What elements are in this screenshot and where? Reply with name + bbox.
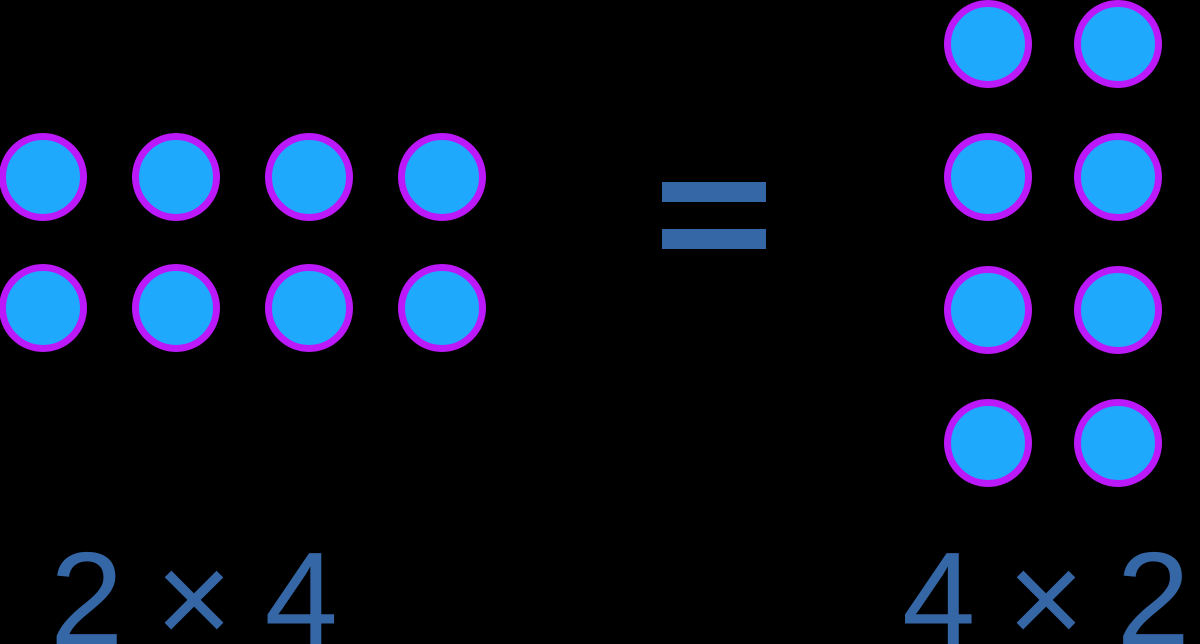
counter-dot bbox=[132, 264, 220, 352]
counter-dot bbox=[0, 133, 87, 221]
equals-bar-bottom bbox=[662, 229, 766, 249]
counter-dot bbox=[944, 133, 1032, 221]
counter-dot bbox=[1074, 266, 1162, 354]
multiply-icon: × bbox=[155, 525, 233, 644]
equals-sign bbox=[662, 182, 766, 249]
label-4x2: 4 × 2 bbox=[902, 533, 1190, 644]
counter-dot bbox=[944, 266, 1032, 354]
counter-dot bbox=[398, 264, 486, 352]
counter-dot bbox=[1074, 133, 1162, 221]
label-2x4-second-factor: 4 bbox=[264, 525, 338, 644]
equals-bar-top bbox=[662, 182, 766, 202]
counter-dot bbox=[1074, 0, 1162, 88]
label-4x2-second-factor: 2 bbox=[1116, 525, 1190, 644]
counter-dot bbox=[265, 264, 353, 352]
counter-dot bbox=[398, 133, 486, 221]
label-2x4-first-factor: 2 bbox=[50, 525, 124, 644]
counter-dot bbox=[944, 0, 1032, 88]
counter-dot bbox=[132, 133, 220, 221]
label-2x4: 2 × 4 bbox=[50, 533, 338, 644]
counter-dot bbox=[265, 133, 353, 221]
counter-dot bbox=[0, 264, 87, 352]
multiply-icon: × bbox=[1007, 525, 1085, 644]
label-4x2-first-factor: 4 bbox=[902, 525, 976, 644]
counter-dot bbox=[1074, 399, 1162, 487]
counter-dot bbox=[944, 399, 1032, 487]
